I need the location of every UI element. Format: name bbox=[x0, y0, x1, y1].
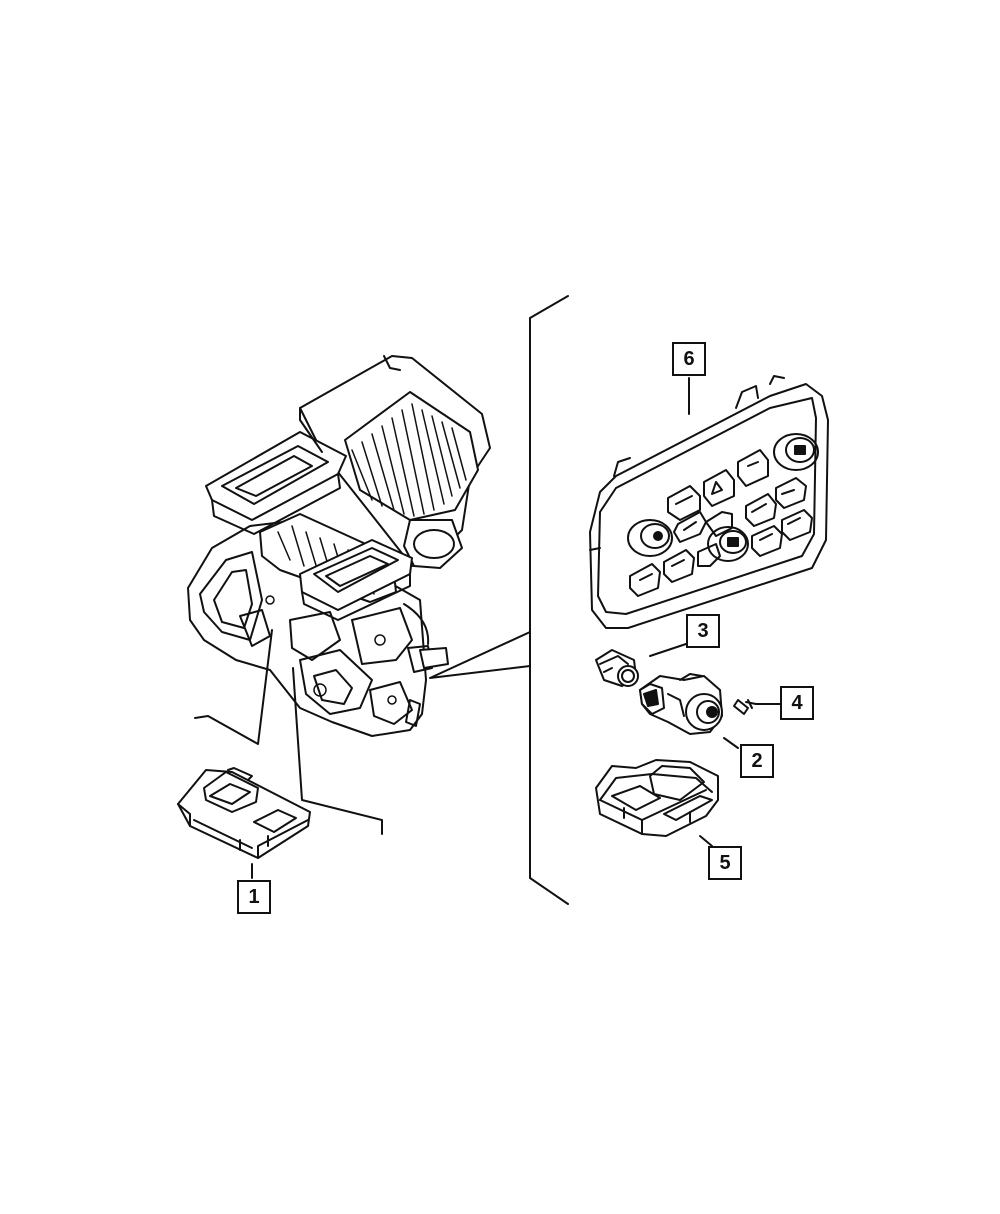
sensor-plug-icon bbox=[595, 649, 639, 687]
screw-icon bbox=[733, 699, 781, 715]
callout-5-label: 5 bbox=[719, 852, 731, 874]
control-module-icon bbox=[177, 767, 311, 859]
leader-3 bbox=[649, 643, 687, 657]
hvac-housing-icon bbox=[187, 355, 491, 737]
callout-3-label: 3 bbox=[697, 620, 709, 642]
switch-module-icon bbox=[595, 759, 719, 837]
callout-1: 1 bbox=[237, 880, 271, 914]
group-bracket bbox=[429, 295, 569, 905]
callout-2: 2 bbox=[740, 744, 774, 778]
sensor-icon bbox=[639, 673, 723, 735]
callout-6: 6 bbox=[672, 342, 706, 376]
callout-5: 5 bbox=[708, 846, 742, 880]
callout-1-label: 1 bbox=[248, 886, 260, 908]
climate-control-panel-icon bbox=[589, 375, 829, 629]
callout-2-label: 2 bbox=[751, 750, 763, 772]
callout-3: 3 bbox=[686, 614, 720, 648]
callout-6-label: 6 bbox=[683, 348, 695, 370]
callout-4-label: 4 bbox=[791, 692, 803, 714]
leader-lines-left bbox=[194, 629, 383, 879]
leader-5 bbox=[699, 835, 713, 847]
leader-2 bbox=[723, 737, 739, 749]
callout-4: 4 bbox=[780, 686, 814, 720]
